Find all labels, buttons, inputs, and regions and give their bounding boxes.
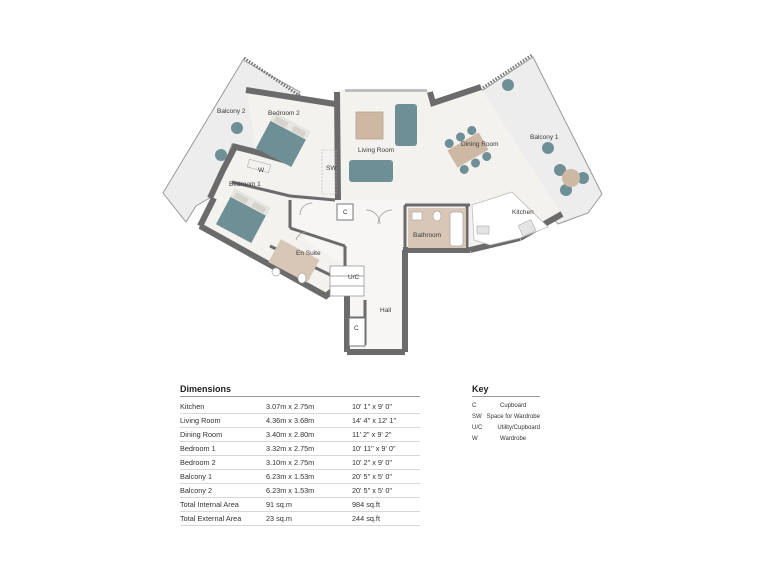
dimensions-imperial: 20' 5" x 5' 0" <box>352 486 393 495</box>
bathroom-toilet <box>432 210 442 222</box>
dimensions-imperial: 10' 11" x 9' 0" <box>352 444 396 453</box>
dimensions-title: Dimensions <box>180 384 420 397</box>
label-en-suite: En Suite <box>296 250 321 257</box>
living-room-window <box>345 89 427 92</box>
floor-plan: Balcony 2 Bedroom 2 W Bedroom 1 SW Livin… <box>162 53 603 355</box>
dimensions-room: Total Internal Area <box>180 500 239 509</box>
label-balcony-1: Balcony 1 <box>530 134 559 141</box>
dimensions-imperial: 11' 2" x 9' 2" <box>352 430 392 439</box>
label-living-room: Living Room <box>358 147 394 154</box>
dimensions-rows: Kitchen 3.07m x 2.75m 10' 1" x 9' 0" Living… <box>180 400 420 526</box>
label-balcony-2: Balcony 2 <box>217 108 246 115</box>
dimensions-metric: 3.07m x 2.75m <box>266 402 315 411</box>
dimensions-room: Dining Room <box>180 430 223 439</box>
cupboard-2 <box>348 317 366 347</box>
label-w: W <box>258 167 265 174</box>
utility-cupboard-hatch <box>329 265 365 297</box>
key-row: SW Space for Wardrobe <box>472 411 540 422</box>
bed-bedroom-2 <box>255 112 311 168</box>
dimensions-row: Dining Room 3.40m x 2.80m 11' 2" x 9' 2" <box>180 428 420 442</box>
dimensions-imperial: 984 sq.ft <box>352 500 380 509</box>
key-row: W Wardrobe <box>472 433 540 444</box>
dimensions-imperial: 10' 2" x 9' 0" <box>352 458 393 467</box>
cupboard-1 <box>336 203 354 221</box>
dimensions-row: Balcony 1 6.23m x 1.53m 20' 5" x 5' 0" <box>180 470 420 484</box>
key-code: U/C <box>472 424 483 431</box>
dimensions-row: Total Internal Area 91 sq.m 984 sq.ft <box>180 498 420 512</box>
balcony-1-chair <box>560 184 572 196</box>
balcony-1-table <box>562 169 580 187</box>
dining-table-set <box>444 126 492 174</box>
label-bedroom-2: Bedroom 2 <box>268 110 300 117</box>
key-code: SW <box>472 413 482 420</box>
dimensions-room: Living Room <box>180 416 221 425</box>
balcony-1-chair <box>542 142 554 154</box>
dimensions-metric: 91 sq.m <box>266 500 292 509</box>
label-kitchen: Kitchen <box>512 209 534 216</box>
dimensions-room: Kitchen <box>180 402 205 411</box>
label-bathroom: Bathroom <box>413 232 441 239</box>
living-room-sofa <box>395 104 417 146</box>
label-utility-cupboard: U/C <box>348 274 360 281</box>
key-meaning: Space for Wardrobe <box>486 413 540 420</box>
bathtub <box>449 211 464 247</box>
dimensions-metric: 4.36m x 3.68m <box>266 416 315 425</box>
bed-bedroom-1 <box>215 188 271 244</box>
dimensions-imperial: 244 sq.ft <box>352 514 380 523</box>
dimensions-room: Bedroom 2 <box>180 458 216 467</box>
dimensions-metric: 3.40m x 2.80m <box>266 430 315 439</box>
dimensions-table: Dimensions Kitchen 3.07m x 2.75m 10' 1" x … <box>180 384 420 526</box>
en-suite-basin <box>271 267 281 277</box>
dimensions-imperial: 20' 5" x 5' 0" <box>352 472 393 481</box>
dimensions-row: Living Room 4.36m x 3.68m 14' 4" x 12' 1" <box>180 414 420 428</box>
dimensions-metric: 6.23m x 1.53m <box>266 472 315 481</box>
dimensions-metric: 3.32m x 2.75m <box>266 444 315 453</box>
dimensions-room: Total External Area <box>180 514 242 523</box>
dimensions-room: Balcony 1 <box>180 472 213 481</box>
label-bedroom-1: Bedroom 1 <box>229 181 261 188</box>
balcony-1-chair <box>577 172 589 184</box>
dimensions-row: Kitchen 3.07m x 2.75m 10' 1" x 9' 0" <box>180 400 420 414</box>
dimensions-room: Bedroom 1 <box>180 444 216 453</box>
balcony-2-chair <box>215 149 227 161</box>
balcony-2-chair <box>231 122 243 134</box>
living-room-rug <box>355 111 384 140</box>
dimensions-metric: 6.23m x 1.53m <box>266 486 315 495</box>
key-meaning: Utility/Cupboard <box>497 424 540 431</box>
key-code: W <box>472 435 478 442</box>
key-row: C Cupboard <box>472 400 540 411</box>
key-code: C <box>472 402 477 409</box>
dimensions-imperial: 10' 1" x 9' 0" <box>352 402 393 411</box>
balcony-1-railing <box>477 53 533 93</box>
dimensions-metric: 3.10m x 2.75m <box>266 458 315 467</box>
wardrobe <box>246 158 272 174</box>
key-meaning: Wardrobe <box>500 435 527 442</box>
living-room-sofa-2 <box>349 160 393 182</box>
bathroom-basin <box>411 211 423 221</box>
balcony-1-chair <box>554 164 566 176</box>
key-title: Key <box>472 384 540 397</box>
en-suite-floor <box>268 239 320 283</box>
dimensions-row: Bedroom 2 3.10m x 2.75m 10' 2" x 9' 0" <box>180 456 420 470</box>
dimensions-row: Total External Area 23 sq.m 244 sq.ft <box>180 512 420 526</box>
dimensions-row: Balcony 2 6.23m x 1.53m 20' 5" x 5' 0" <box>180 484 420 498</box>
kitchen-sink <box>476 225 490 235</box>
label-cupboard-1: C <box>343 209 348 216</box>
key-row: U/C Utility/Cupboard <box>472 422 540 433</box>
space-for-wardrobe <box>321 149 337 195</box>
en-suite-toilet <box>297 272 307 284</box>
dimensions-row: Bedroom 1 3.32m x 2.75m 10' 11" x 9' 0" <box>180 442 420 456</box>
dimensions-room: Balcony 2 <box>180 486 213 495</box>
dimensions-imperial: 14' 4" x 12' 1" <box>352 416 397 425</box>
key-meaning: Cupboard <box>500 402 527 409</box>
kitchen-hob <box>517 219 537 237</box>
label-dining-room: Dining Room <box>461 141 499 148</box>
label-hall: Hall <box>380 307 392 314</box>
balcony-1-chair <box>502 79 514 91</box>
dimensions-metric: 23 sq.m <box>266 514 292 523</box>
label-sw: SW <box>326 165 337 172</box>
label-cupboard-2: C <box>354 325 359 332</box>
